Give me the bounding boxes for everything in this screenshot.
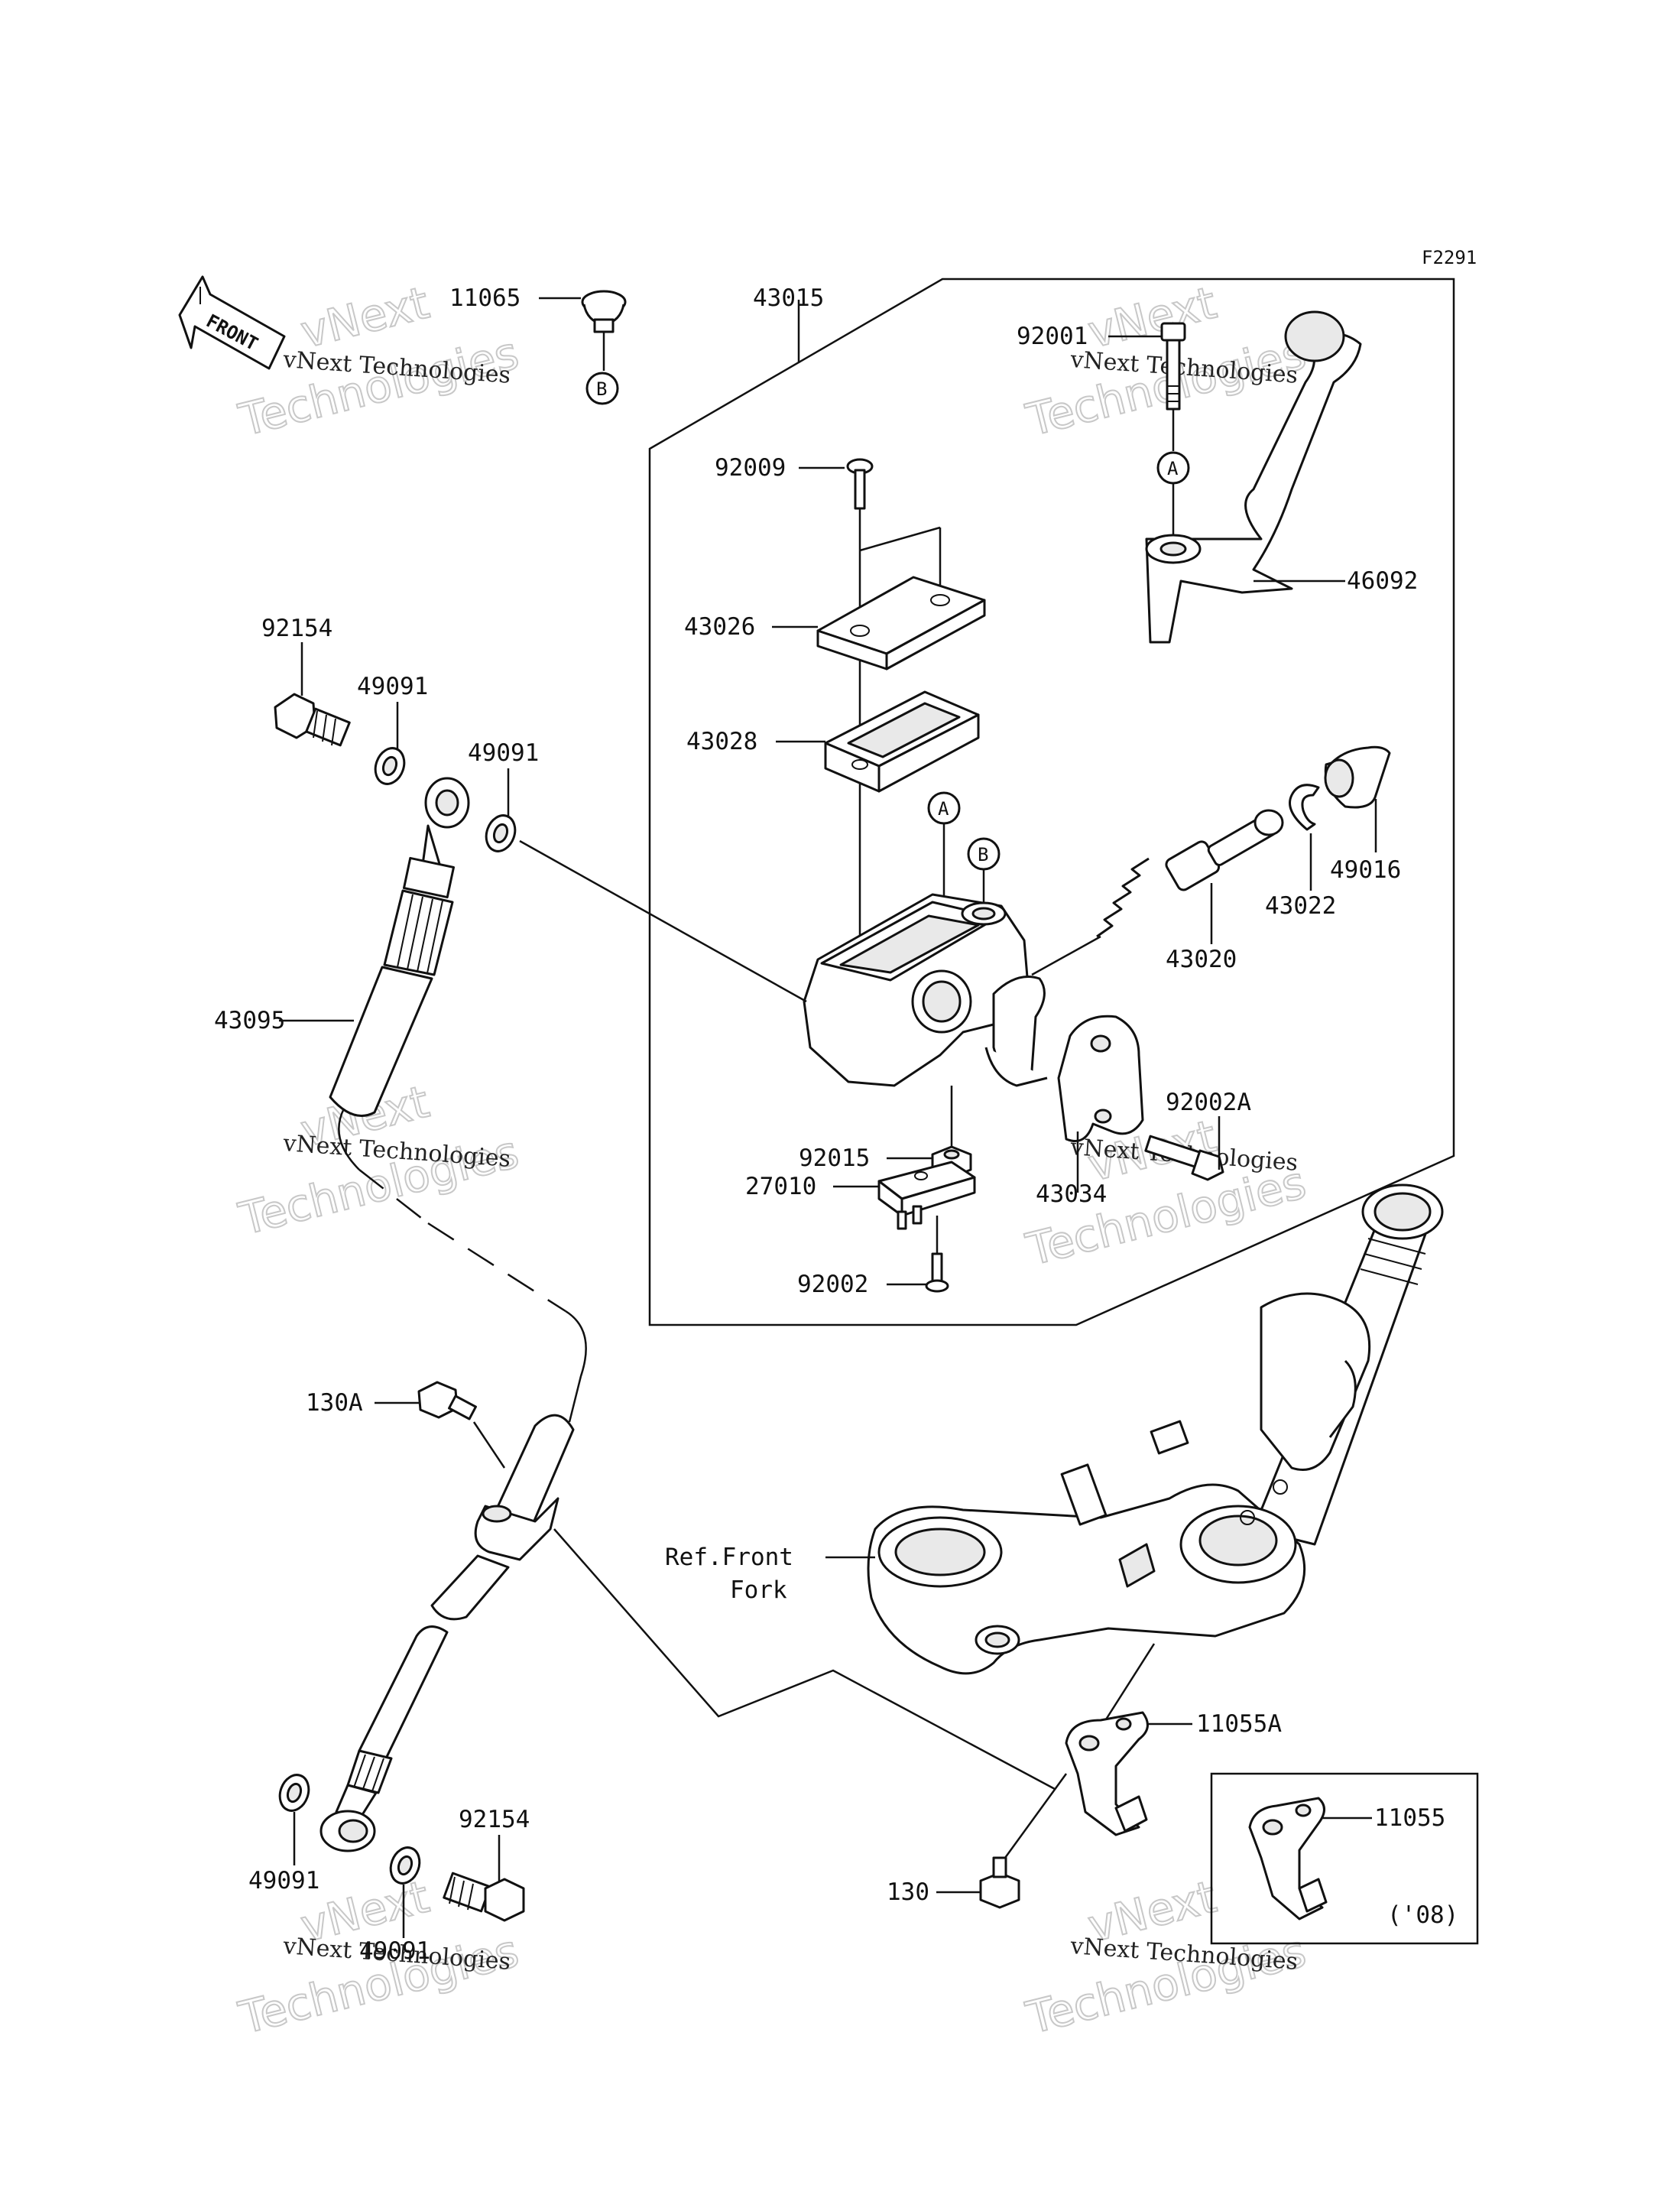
- label-43028: 43028: [686, 728, 757, 755]
- label-92015: 92015: [799, 1144, 870, 1172]
- part-boot-49016: [1324, 745, 1391, 809]
- front-arrow-icon: FRONT: [178, 275, 286, 370]
- part-front-fork-triple-clamp: [867, 1183, 1444, 1675]
- part-hose-joint: [430, 1414, 575, 1621]
- label-49091-c: 49091: [248, 1867, 319, 1894]
- part-lever-46092: [1145, 310, 1362, 644]
- marker-b-top: [585, 372, 619, 405]
- part-bracket-11055a: [1065, 1711, 1149, 1836]
- label-49091-b: 49091: [468, 739, 539, 767]
- part-brake-hose-43095: [329, 777, 470, 1117]
- label-92001: 92001: [1017, 323, 1088, 350]
- label-43034: 43034: [1036, 1180, 1107, 1208]
- label-11055a: 11055A: [1196, 1710, 1282, 1738]
- label-11055: 11055: [1374, 1804, 1445, 1832]
- part-banjo-bolt-92154-top: [274, 693, 351, 747]
- label-92002: 92002: [797, 1271, 868, 1298]
- part-bolt-92002a: [1144, 1135, 1224, 1181]
- label-92009: 92009: [715, 454, 786, 482]
- svg-text:vNext: vNext: [296, 277, 434, 359]
- part-bolt-130a: [417, 1381, 477, 1420]
- watermark-bottom-right: vNext Technologies vNext Technologies: [1020, 1870, 1312, 2045]
- label-92154-bottom: 92154: [459, 1806, 530, 1833]
- svg-text:A: A: [1167, 458, 1179, 479]
- label-49091-d: 49091: [359, 1937, 430, 1965]
- svg-text:B: B: [596, 378, 607, 400]
- figure-code: F2291: [1422, 247, 1477, 268]
- part-master-cylinder-body: [803, 893, 1048, 1087]
- label-49091-a: 49091: [357, 673, 428, 700]
- part-diaphragm-43028: [824, 690, 980, 793]
- ref-label-line1: Ref.Front: [665, 1544, 793, 1571]
- svg-text:vNext: vNext: [1083, 277, 1221, 359]
- part-circlip-43022: [1289, 784, 1320, 831]
- part-switch-27010: [877, 1161, 976, 1230]
- label-43095: 43095: [214, 1007, 285, 1034]
- hose-route-a: [338, 1108, 360, 1170]
- inset-box: [1210, 1772, 1479, 1945]
- label-92002a: 92002A: [1166, 1089, 1251, 1116]
- part-bracket-11055: [1248, 1797, 1328, 1920]
- part-cap-11065: [581, 290, 627, 333]
- label-92154-top: 92154: [261, 615, 332, 642]
- part-screw-92009: [846, 458, 874, 510]
- label-49016: 49016: [1330, 856, 1401, 884]
- ref-label-line2: Fork: [730, 1576, 787, 1604]
- inset-year: ('08): [1387, 1901, 1458, 1929]
- part-clamp-43034: [1057, 1015, 1144, 1142]
- part-screw-92002: [925, 1252, 949, 1293]
- label-43015: 43015: [753, 284, 824, 312]
- label-43020: 43020: [1166, 946, 1237, 973]
- label-130: 130: [887, 1878, 929, 1906]
- label-43026: 43026: [684, 613, 755, 641]
- part-bolt-92001: [1160, 322, 1186, 411]
- svg-text:B: B: [978, 844, 988, 865]
- part-piston-43020: [1096, 809, 1284, 938]
- label-11065: 11065: [449, 284, 521, 312]
- svg-text:A: A: [938, 798, 949, 820]
- label-46092: 46092: [1347, 567, 1418, 595]
- watermark-top-right: vNext Technologies vNext Technologies: [1020, 276, 1312, 447]
- label-27010: 27010: [745, 1173, 816, 1200]
- label-43022: 43022: [1265, 892, 1336, 920]
- part-banjo-bolt-92154-bottom: [443, 1872, 525, 1922]
- hose-route-b: [553, 1528, 1056, 1791]
- assembly-box-outline: [648, 278, 1455, 1326]
- part-cover-43026: [816, 576, 986, 670]
- part-bolt-130: [979, 1856, 1020, 1909]
- part-brake-hose-lower: [319, 1625, 449, 1852]
- label-130a: 130A: [306, 1389, 363, 1417]
